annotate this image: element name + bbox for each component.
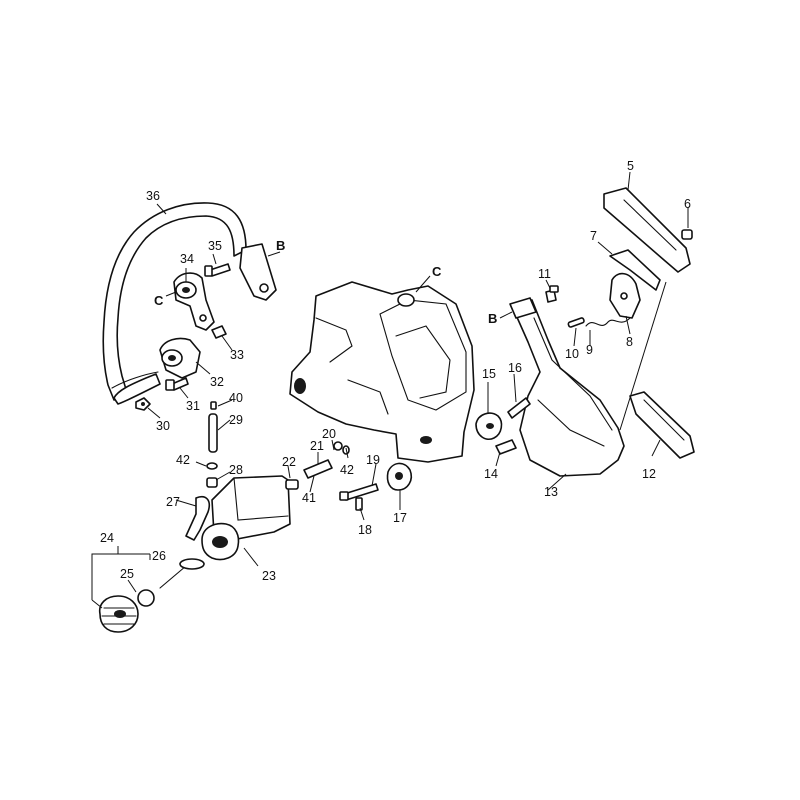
crankcase <box>289 281 475 463</box>
strainer-pickup <box>159 558 205 589</box>
callout-8: 8 <box>626 335 633 349</box>
sprocket-seal-15 <box>475 412 503 440</box>
callout-6: 6 <box>684 197 691 211</box>
screw-18 <box>355 497 363 511</box>
callout-20: 20 <box>322 427 336 441</box>
callout-9: 9 <box>586 343 593 357</box>
front-handle-bar <box>102 202 277 405</box>
callout-16: 16 <box>508 361 522 375</box>
ref-letter-c-left: C <box>154 293 164 308</box>
lever-arm <box>609 249 661 291</box>
callout-10: 10 <box>565 347 579 361</box>
tank-bracket <box>185 496 211 541</box>
callout-11: 11 <box>538 267 551 281</box>
cap-seal-ring <box>137 589 155 607</box>
nut <box>135 397 151 411</box>
tube <box>208 413 218 453</box>
callout-42-left: 42 <box>176 453 190 467</box>
handle-clamp <box>173 272 215 331</box>
callout-23: 23 <box>262 569 276 583</box>
callout-27: 27 <box>166 495 180 509</box>
handle-mount-bracket <box>159 337 201 379</box>
callout-31: 31 <box>186 399 200 413</box>
callout-19: 19 <box>366 453 380 467</box>
callout-26: 26 <box>152 549 166 563</box>
bearing-17 <box>386 462 413 491</box>
chain-brake-housing <box>509 297 625 477</box>
callout-28: 28 <box>229 463 243 477</box>
bolt-11 <box>545 285 559 303</box>
leader-lines <box>91 171 689 609</box>
callout-21: 21 <box>310 439 324 453</box>
callout-40: 40 <box>229 391 243 405</box>
small-nut <box>333 441 343 451</box>
callout-34: 34 <box>180 252 194 266</box>
filler-cap <box>98 595 139 633</box>
callout-labels: 36 35 34 33 32 31 30 40 29 42 28 27 22 2… <box>100 159 691 583</box>
mount-screw <box>165 377 189 391</box>
adjuster-14 <box>495 439 517 455</box>
callout-41: 41 <box>302 491 316 505</box>
side-cover-plate <box>629 391 695 459</box>
callout-14: 14 <box>484 467 498 481</box>
bolt <box>204 263 231 277</box>
callout-17: 17 <box>393 511 407 525</box>
oil-tank <box>201 475 291 561</box>
callout-5: 5 <box>627 159 634 173</box>
callout-42-right: 42 <box>340 463 354 477</box>
spring-pin <box>567 317 585 328</box>
callout-24: 24 <box>100 531 114 545</box>
callout-30: 30 <box>156 419 170 433</box>
callout-18: 18 <box>358 523 372 537</box>
spring <box>585 317 631 327</box>
callout-13: 13 <box>544 485 558 499</box>
callout-36: 36 <box>146 189 160 203</box>
hand-guard <box>603 187 691 273</box>
o-ring <box>206 462 218 470</box>
ref-letter-c-center: C <box>432 264 442 279</box>
callout-12: 12 <box>642 467 656 481</box>
guard-screw <box>681 229 693 240</box>
ref-letter-b-right: B <box>488 311 497 326</box>
bolt-19 <box>339 483 379 501</box>
callout-33: 33 <box>230 348 244 362</box>
callout-29: 29 <box>229 413 243 427</box>
brake-lever <box>609 272 641 319</box>
callout-15: 15 <box>482 367 496 381</box>
callout-25: 25 <box>120 567 134 581</box>
callout-7: 7 <box>590 229 597 243</box>
bushing <box>211 325 227 339</box>
callout-35: 35 <box>208 239 222 253</box>
connector <box>303 459 333 479</box>
ref-letter-b-left: B <box>276 238 285 253</box>
callout-32: 32 <box>210 375 224 389</box>
hose-fitting <box>285 479 299 490</box>
small-plug <box>210 401 217 410</box>
screw-16 <box>507 397 531 419</box>
grommet <box>206 477 218 488</box>
callout-22: 22 <box>282 455 296 469</box>
